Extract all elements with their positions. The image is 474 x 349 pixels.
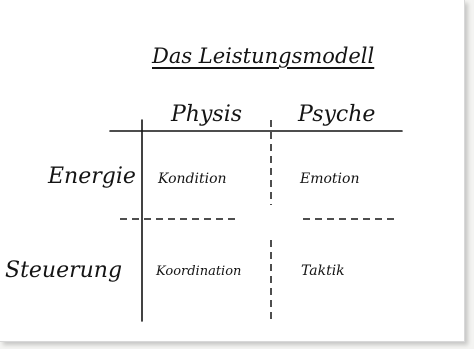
row-header-energie: Energie	[48, 164, 136, 189]
row-header-steuerung: Steuerung	[5, 258, 123, 283]
column-header-psyche: Psyche	[298, 102, 376, 127]
diagram-title: Das Leistungsmodell	[152, 44, 375, 68]
column-header-physis: Physis	[171, 102, 243, 127]
cell-emotion: Emotion	[300, 171, 360, 187]
grid-lines	[109, 119, 403, 322]
cell-koordination: Koordination	[156, 264, 242, 279]
cell-kondition: Kondition	[158, 171, 227, 187]
cell-taktik: Taktik	[301, 263, 345, 279]
diagram-sheet: Das Leistungsmodell Physis Psyche Energi…	[0, 0, 465, 342]
